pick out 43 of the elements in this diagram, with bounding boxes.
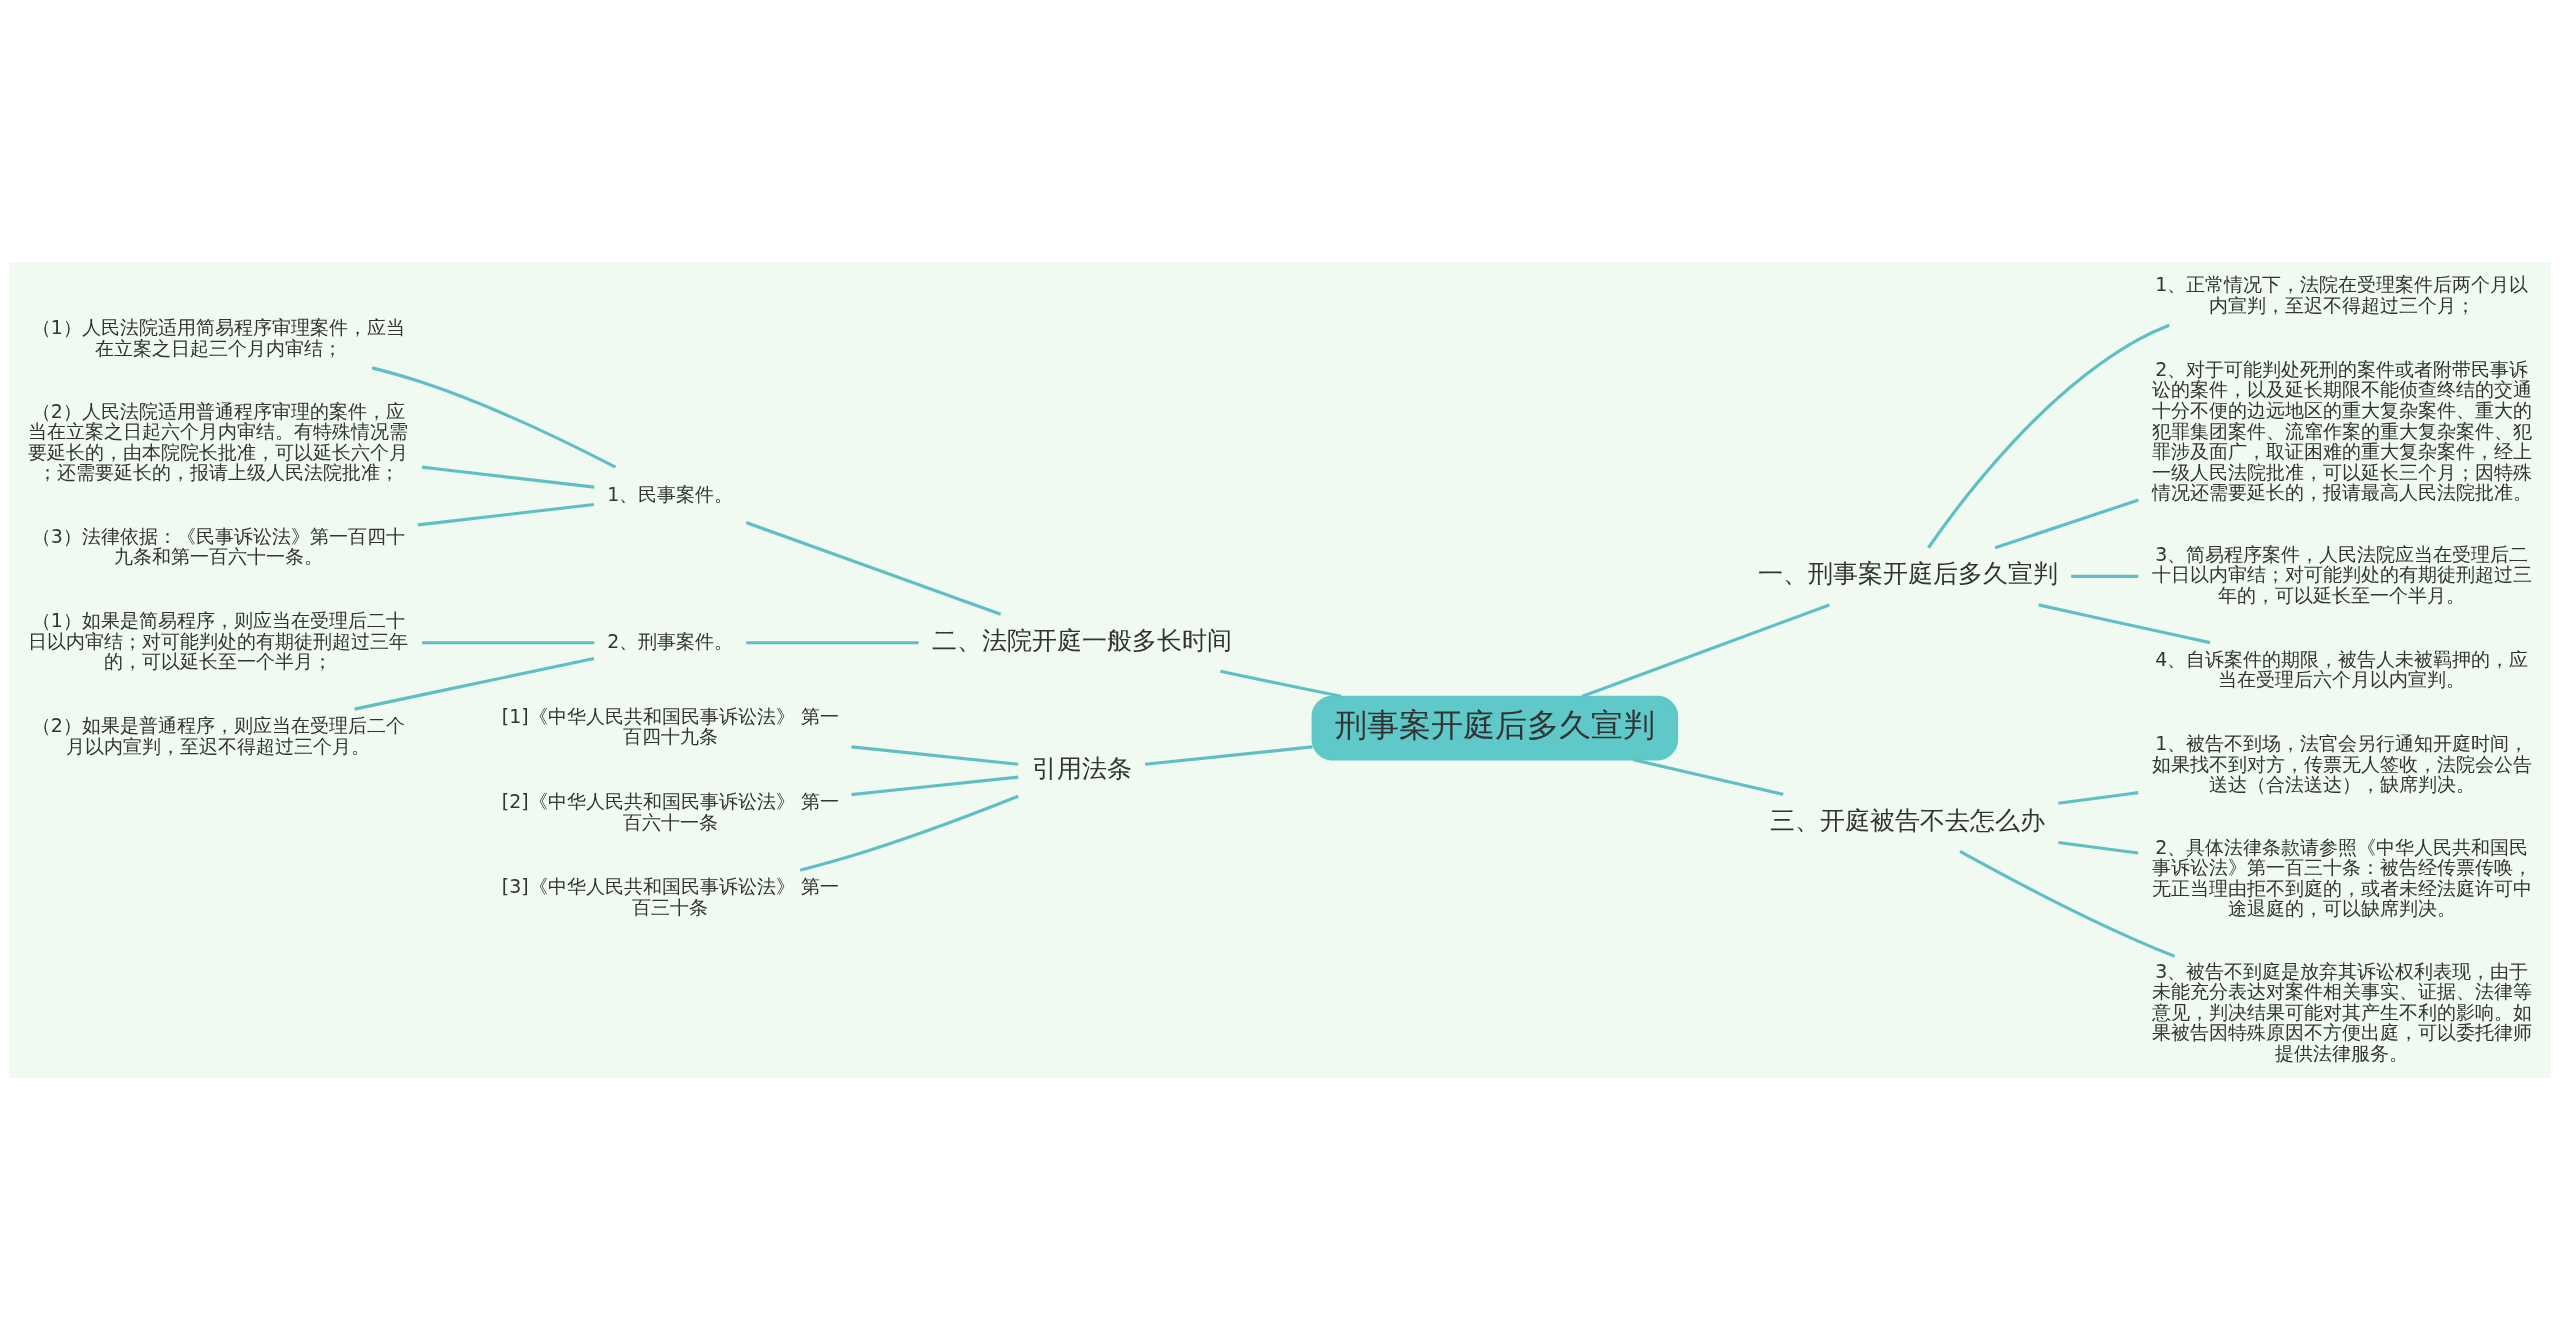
node-text: 2、对于可能判处死刑的案件或者附带民事诉讼的案件，以及延长期限不能侦查终结的交通十分不便的边远地区的重大复杂案件、重大的犯罪集团案件、流窜作案的重大复杂案件、犯罪涉及面广，取证困难的重大复杂案件，经上一级人民法院批准，可以延长三个月；因特殊情况还需要延长的，报请最高人民法院批准。 xyxy=(2151,357,2532,503)
connector xyxy=(2071,574,2139,578)
connector xyxy=(2038,602,2211,644)
node-text: 3、简易程序案件，人民法院应当在受理后二十日以内审结；对可能判处的有期徒刑超过三年的，可以延长至一个半月。 xyxy=(2151,542,2532,606)
connector xyxy=(799,794,1019,872)
node-text: [2]《中华人民共和国民事诉讼法》 第一百六十一条 xyxy=(501,789,839,833)
connector xyxy=(1994,497,2139,549)
node-text: 1、正常情况下，法院在受理案件后两个月以内宣判，至迟不得超过三个月； xyxy=(2155,272,2529,316)
node-text: 三、开庭被告不去怎么办 xyxy=(1770,805,2046,835)
node-text: [1]《中华人民共和国民事诉讼法》 第一百四十九条 xyxy=(501,704,839,747)
connector xyxy=(851,775,1019,796)
node-text: 1、民事案件。 xyxy=(607,482,734,505)
node-text: [3]《中华人民共和国民事诉讼法》 第一百三十条 xyxy=(501,874,839,918)
node-text: 一、刑事案开庭后多久宣判 xyxy=(1758,558,2058,588)
connector xyxy=(371,365,617,469)
node-text: 引用法条 xyxy=(1031,753,1132,783)
node-text: 2、具体法律条款请参照《中华人民共和国民事诉讼法》第一百三十条：被告经传票传唤，无正当理由拒不到庭的，或者未经法庭许可中途退庭的，可以缺席判决。 xyxy=(2151,835,2532,919)
connector xyxy=(1220,669,1342,698)
connector xyxy=(421,640,595,644)
node-text: 4、自诉案件的期限，被告人未被羁押的，应当在受理后六个月以内宣判。 xyxy=(2155,647,2529,690)
connector xyxy=(1959,849,2176,958)
connector xyxy=(421,465,595,489)
connector xyxy=(354,656,595,711)
connector xyxy=(2058,840,2139,855)
connector xyxy=(746,640,919,644)
node-text: 2、刑事案件。 xyxy=(607,629,734,652)
connector xyxy=(2058,790,2139,805)
node-text: （2）如果是普通程序，则应当在受理后二个月以内宣判，至迟不得超过三个月。 xyxy=(31,713,405,757)
connector xyxy=(1927,323,2170,549)
node-text: （1）人民法院适用简易程序审理案件，应当在立案之日起三个月内审结； xyxy=(31,315,405,359)
node-box: 刑事案开庭后多久宣判 xyxy=(1311,695,1679,760)
node-text: （2）人民法院适用普通程序审理的案件，应当在立案之日起六个月内审结。有特殊情况需要延长的，由本院院长批准，可以延长六个月；还需要延长的，报请上级人民法院批准； xyxy=(28,399,409,483)
connector xyxy=(417,502,595,526)
node-text: 3、被告不到庭是放弃其诉讼权利表现，由于未能充分表达对案件相关事实、证据、法律等意见，判决结果可能对其产生不利的影响。如果被告因特殊原因不方便出庭，可以委托律师提供法律服务。 xyxy=(2151,959,2532,1064)
connector xyxy=(1581,602,1830,698)
connector xyxy=(745,520,1002,616)
connector xyxy=(1144,744,1313,766)
node-text: （1）如果是简易程序，则应当在受理后二十日以内审结；对可能判处的有期徒刑超过三年的，可以延长至一个半月； xyxy=(28,608,409,672)
node-text: （3）法律依据：《民事诉讼法》第一百四十九条和第一百六十一条。 xyxy=(31,524,405,567)
node-text: 二、法院开庭一般多长时间 xyxy=(931,625,1232,655)
node-text: 1、被告不到场，法官会另行通知开庭时间，如果找不到对方，传票无人签收，法院会公告送达（合法送达），缺席判决。 xyxy=(2151,731,2532,795)
connector xyxy=(851,744,1019,766)
connector xyxy=(1633,757,1784,796)
